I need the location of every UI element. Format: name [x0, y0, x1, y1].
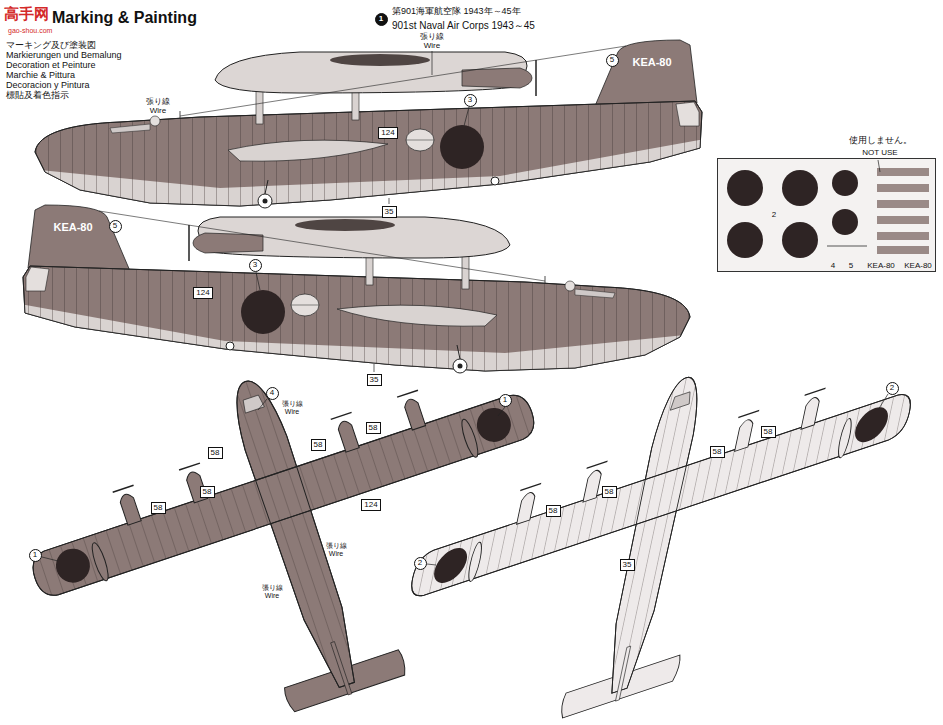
side-view-left — [20, 40, 720, 220]
wire-label: 張り線 — [261, 584, 284, 591]
wire-label: Wire — [149, 107, 167, 115]
callout-number: 3 — [464, 94, 477, 107]
note: NOT USE — [862, 149, 897, 157]
callout-text: 124 — [362, 500, 380, 509]
callout-text: 5 — [109, 220, 122, 231]
decal-number: KEA-80 — [867, 262, 895, 270]
part-number-box: 124 — [378, 127, 398, 139]
callout-text: 124 — [194, 288, 212, 297]
part-number-box: 124 — [361, 499, 381, 511]
circle-outline — [109, 220, 121, 232]
callout-number: 1 — [499, 394, 512, 407]
aircraft-code: KEA-80 — [632, 57, 671, 69]
callout-text: 3 — [249, 259, 262, 270]
callout-number: 5 — [606, 54, 619, 67]
part-number-box: 58 — [208, 447, 223, 459]
part-number-box: 58 — [761, 426, 776, 438]
wire-label: 張り線 — [281, 400, 304, 407]
circle-outline — [886, 382, 898, 394]
callout-number: 4 — [266, 387, 279, 400]
part-number-box: 58 — [710, 446, 725, 458]
decal-sheet-art — [717, 158, 936, 272]
decal-number: 4 — [831, 262, 835, 270]
unit-heading: 第901海軍航空隊 1943年～45年 — [392, 7, 521, 16]
wire-label: 張り線 — [145, 98, 171, 106]
circle-outline — [499, 394, 511, 406]
callout-text: 58 — [711, 447, 724, 456]
wire-label: 張り線 — [420, 33, 444, 41]
subtitle: Decoracion y Pintura — [6, 81, 90, 90]
callout-text: 58 — [209, 448, 222, 457]
underside-view — [360, 287, 943, 725]
aircraft-code: KEA-80 — [53, 222, 92, 234]
circle-outline — [414, 557, 426, 569]
callout-text: 1 — [499, 394, 512, 405]
part-number-box: 58 — [200, 486, 215, 498]
callout-text: 3 — [464, 94, 477, 105]
wire-label: 張り線 — [325, 542, 348, 549]
callout-text: 58 — [547, 506, 560, 515]
top-view — [0, 291, 608, 725]
callout-number: 5 — [109, 220, 122, 233]
circle-outline — [266, 387, 278, 399]
circle-outline — [606, 54, 618, 66]
wire-label: Wire — [424, 42, 440, 50]
part-number-box: 58 — [602, 486, 617, 498]
watermark: gao-shou.com — [8, 27, 52, 34]
part-number-box: 58 — [366, 422, 381, 434]
unit-heading: 901st Naval Air Corps 1943～45 — [392, 21, 535, 32]
part-number-box: 35 — [620, 559, 635, 571]
marking-badge: 1 — [375, 13, 388, 26]
subtitle: Marchie & Pittura — [6, 71, 75, 80]
page-title: Marking & Painting — [52, 10, 197, 27]
wire-label: Wire — [328, 550, 344, 557]
decal-number: KEA-80 — [904, 262, 932, 270]
callout-text: 5 — [606, 54, 619, 65]
callout-text: 58 — [603, 487, 616, 496]
circle-outline — [375, 13, 387, 25]
callout-text: 1 — [29, 549, 42, 560]
decal-number: 2 — [772, 211, 776, 219]
callout-text: 35 — [368, 375, 381, 384]
watermark: 高手网 — [4, 6, 49, 22]
part-number-box: 35 — [367, 374, 382, 386]
circle-outline — [249, 259, 261, 271]
circle-outline — [29, 549, 41, 561]
callout-number: 2 — [886, 382, 899, 395]
callout-text: 35 — [383, 207, 396, 216]
part-number-box: 124 — [193, 287, 213, 299]
decal-number: 5 — [849, 262, 853, 270]
subtitle: Decoration et Peinture — [6, 61, 96, 70]
callout-text: 58 — [201, 487, 214, 496]
part-number-box: 58 — [311, 439, 326, 451]
decal-sheet: 2 4 5 KEA-80 KEA-80 — [717, 158, 936, 272]
note: 使用しません。 — [849, 136, 912, 145]
callout-text: 2 — [886, 382, 899, 393]
wire-label: Wire — [284, 408, 300, 415]
callout-text: 35 — [621, 560, 634, 569]
wire-label: Wire — [264, 592, 280, 599]
callout-text: 124 — [379, 128, 397, 137]
part-number-box: 35 — [382, 206, 397, 218]
callout-number: 3 — [249, 259, 262, 272]
subtitle: Markierungen und Bemalung — [6, 51, 122, 60]
part-number-box: 58 — [151, 502, 166, 514]
callout-text: 1 — [375, 13, 388, 24]
callout-text: 2 — [414, 557, 427, 568]
side-view-right — [5, 205, 705, 385]
callout-text: 58 — [152, 503, 165, 512]
callout-text: 58 — [762, 427, 775, 436]
callout-text: 58 — [312, 440, 325, 449]
subtitle: 標貼及着色指示 — [6, 91, 69, 100]
callout-number: 2 — [414, 557, 427, 570]
subtitle: マーキング及び塗装図 — [6, 41, 96, 50]
part-number-box: 58 — [546, 505, 561, 517]
callout-text: 4 — [266, 387, 279, 398]
callout-number: 1 — [29, 549, 42, 562]
leader-lines — [42, 51, 888, 565]
circle-outline — [464, 94, 476, 106]
callout-text: 58 — [367, 423, 380, 432]
